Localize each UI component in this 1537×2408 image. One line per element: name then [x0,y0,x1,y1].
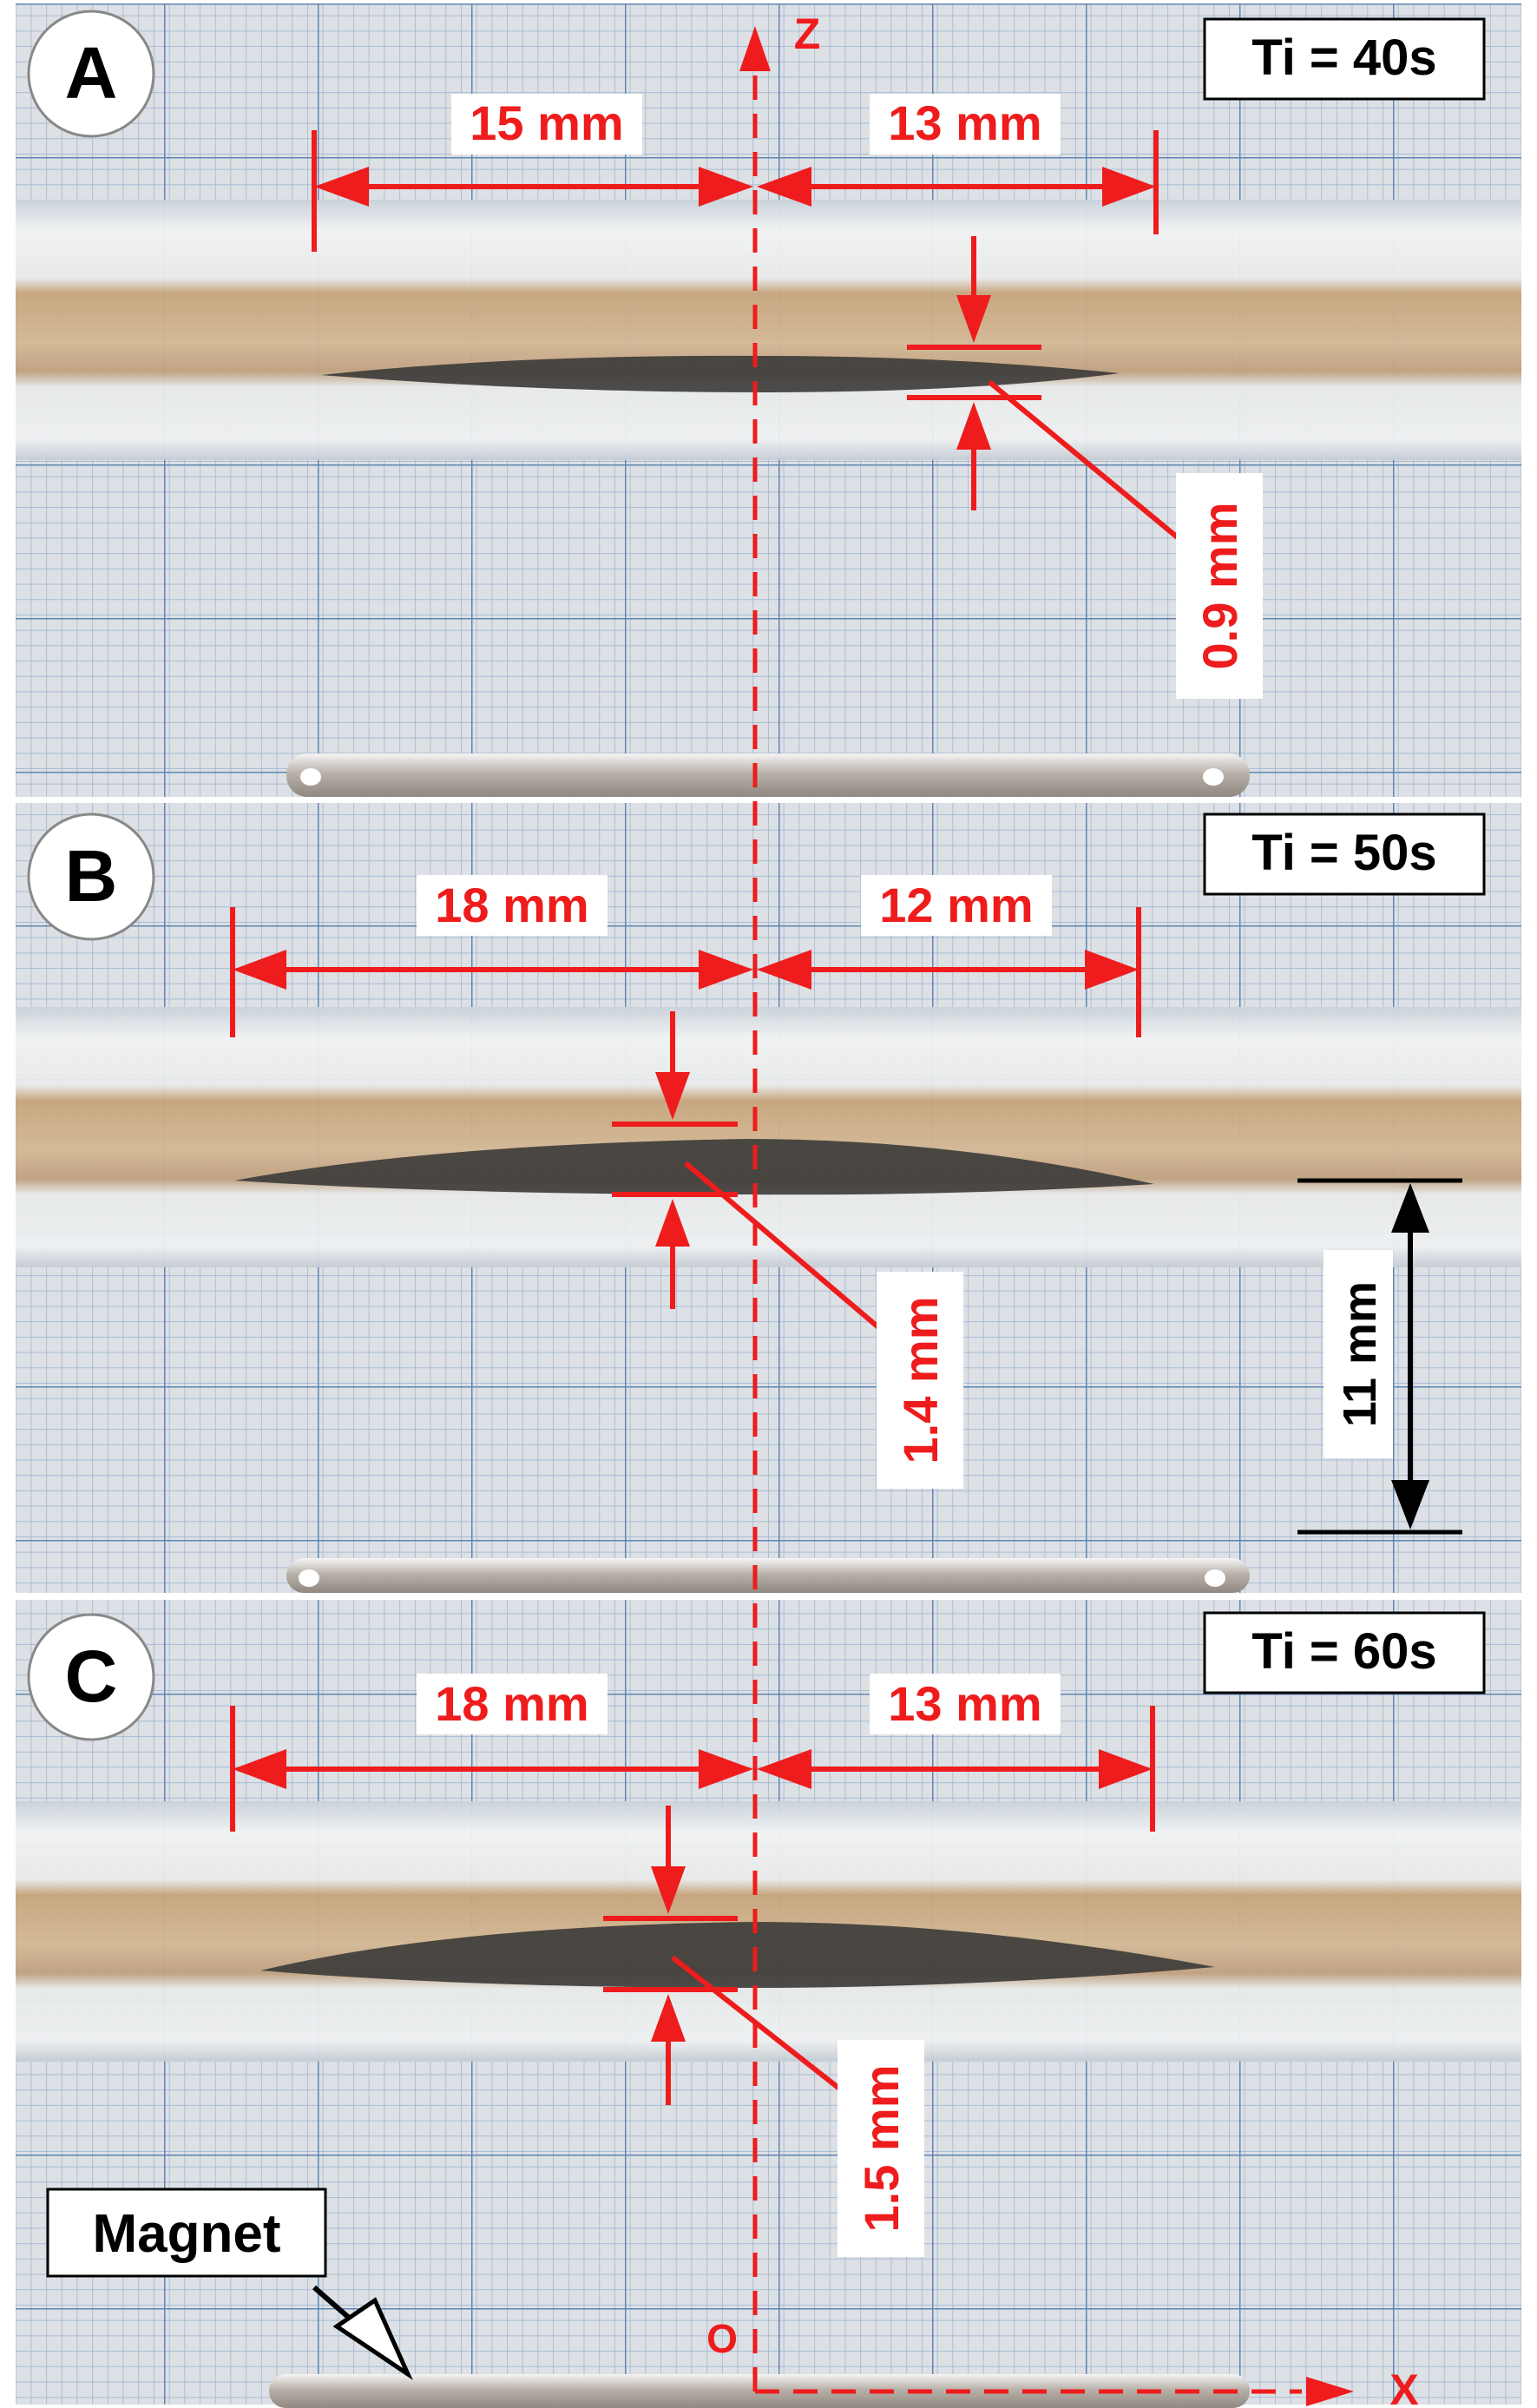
panel-divider [0,797,1537,803]
panel-letter-badge [27,10,155,138]
right-length-box [870,1674,1061,1734]
axis-x [755,2377,1354,2406]
left-length-box [451,94,642,155]
time-label: Ti = 60s [1251,1623,1436,1680]
panel-b [16,803,1521,1593]
magnet-bar [286,1558,1250,1593]
panel-letter: C [65,1635,118,1717]
time-box [1203,1611,1486,1694]
thickness-box [837,2040,924,2257]
right-length-label: 13 mm [888,95,1041,150]
axis-z-label: Z [794,10,821,58]
axis-z [739,26,771,2392]
time-label: Ti = 50s [1251,825,1436,881]
glass-tube [16,200,1521,460]
panel-a-annotations: A Ti = 40s 15 mm 13 mm 0.9 mm [27,10,1486,699]
scale-bar-box [1324,1250,1393,1458]
magnet-pointer-arrow [332,2297,413,2380]
time-box [1203,17,1486,101]
thickness-box [1176,473,1263,699]
magnet-glint [1205,1569,1225,1587]
panel-c [16,1600,1521,2408]
right-length-box [861,875,1052,936]
fluid-layer [234,1139,1154,1195]
panel-a [16,3,1521,797]
axis-x-arrowhead [1306,2377,1354,2406]
glass-tube [16,1007,1521,1267]
left-length-label: 18 mm [435,878,588,932]
left-length-box [417,875,608,936]
panel-letter: A [65,32,118,114]
panel-letter-badge [27,813,155,941]
fluid-layer [321,355,1120,392]
left-length-label: 18 mm [435,1676,588,1731]
thickness-label: 1.5 mm [854,2065,909,2233]
axis-x-label: X [1389,2365,1418,2408]
panel-divider [0,1593,1537,1600]
magnet-label: Magnet [93,2204,281,2264]
right-length-box [870,94,1061,155]
panel-b-annotations: B Ti = 50s 18 mm 12 mm 1.4 mm 11 mm [27,813,1486,1535]
magnet-glint [300,768,321,786]
thickness-box [877,1272,963,1489]
thickness-label: 1.4 mm [893,1297,948,1464]
left-length-box [417,1674,608,1734]
left-length-label: 15 mm [470,95,623,150]
right-length-label: 12 mm [879,878,1033,932]
magnet-label-box [46,2188,327,2278]
magnet-glint [1203,768,1224,786]
panel-c-annotations: C Ti = 60s 18 mm 13 mm 1.5 mm Magnet [27,1611,1486,2380]
panel-letter-badge [27,1613,155,1741]
panel-letter: B [65,835,118,917]
right-length-label: 13 mm [888,1676,1041,1731]
thickness-label: 0.9 mm [1192,503,1247,670]
magnet-bar [286,753,1250,797]
axis-z-arrowhead [739,26,771,71]
time-label: Ti = 40s [1251,30,1436,86]
magnet-glint [299,1569,319,1587]
time-box [1203,813,1486,896]
scale-bar-label: 11 mm [1334,1281,1386,1427]
axis-origin-label: O [706,2316,738,2361]
fluid-layer [260,1922,1215,1988]
